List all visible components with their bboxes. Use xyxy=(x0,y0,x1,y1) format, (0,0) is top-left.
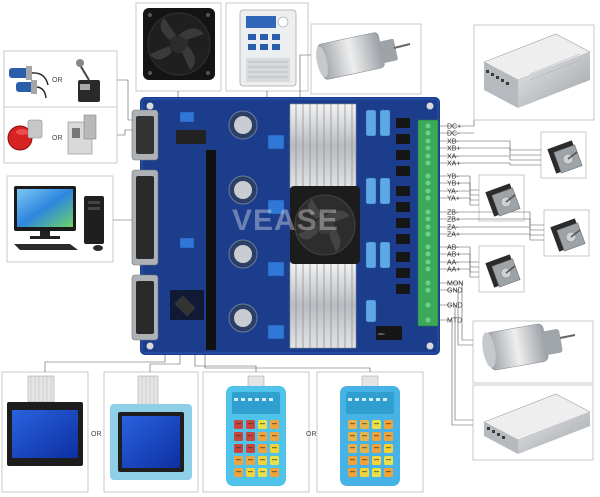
handheld-controller-icon xyxy=(340,375,400,486)
terminal-pin-label: ZB- xyxy=(447,210,459,217)
or-separator: OR xyxy=(52,77,63,84)
stepper-motor-icon xyxy=(485,254,521,288)
controller-board: CNC VEASE DC+DC-XB-XB+XA-XA+ YB-YB+YA-YA+… xyxy=(131,97,463,355)
capacitors xyxy=(228,110,258,333)
terminal-pin-label: ZA+ xyxy=(447,232,460,239)
db-connectors xyxy=(131,109,159,341)
desktop-computer-icon xyxy=(14,186,104,251)
terminal-pin-label: GND xyxy=(447,288,463,295)
terminal-pin-label: YB- xyxy=(447,174,459,181)
terminal-pin-label: ZB+ xyxy=(447,217,460,224)
power-supply-icon xyxy=(483,33,591,108)
frequency-inverter-icon xyxy=(239,9,297,87)
stepper-motor-icon xyxy=(550,218,586,252)
terminal-pin-label: AA- xyxy=(447,260,459,267)
or-separator: OR xyxy=(52,135,63,142)
stepper-motor-icon xyxy=(485,183,521,217)
terminal-pin-label: AA+ xyxy=(447,267,460,274)
power-supply-icon xyxy=(483,393,591,454)
door-switch-icon xyxy=(67,114,97,155)
limit-switch-icon xyxy=(76,59,100,102)
terminal-pin-label: AB- xyxy=(447,245,459,252)
emergency-stop-icon xyxy=(7,119,43,151)
or-separator: OR xyxy=(306,431,317,438)
terminal-pin-label: DC- xyxy=(447,131,460,138)
spindle-motor-icon xyxy=(316,32,411,80)
terminal-pin-label: GND xyxy=(447,303,463,310)
heatsink xyxy=(289,103,357,349)
terminal-pin-labels: DC+DC-XB-XB+XA-XA+ YB-YB+YA-YA+ ZB-ZB+ZA-Z… xyxy=(447,124,463,325)
board-fan-icon xyxy=(290,186,360,264)
terminal-pin-label: YA- xyxy=(447,189,459,196)
cooling-fan-icon xyxy=(143,8,215,80)
driver-components: CNC xyxy=(365,109,410,340)
proximity-sensor-icon xyxy=(9,66,49,99)
terminal-pin-label: MTD xyxy=(447,318,462,325)
or-separator: OR xyxy=(91,431,102,438)
handheld-controllers xyxy=(226,375,400,486)
stepper-motor-icon xyxy=(547,140,583,174)
terminal-pin-label: ZA- xyxy=(447,225,459,232)
terminal-pin-label: XA- xyxy=(447,154,459,161)
stepper-motors xyxy=(485,140,586,288)
terminal-pin-label: MON xyxy=(447,281,463,288)
spindle-motor-icon xyxy=(482,323,576,371)
watermark: VEASE xyxy=(232,204,339,237)
terminal-pin-label: YB+ xyxy=(447,181,460,188)
terminal-pin-label: AB+ xyxy=(447,252,460,259)
terminal-pin-label: DC+ xyxy=(447,124,461,131)
terminal-block xyxy=(417,119,439,327)
handheld-controller-icon xyxy=(226,375,286,486)
terminal-pin-label: YA+ xyxy=(447,196,460,203)
terminal-pin-label: XA+ xyxy=(447,161,460,168)
terminal-pin-label: XB+ xyxy=(447,146,460,153)
lcd-display-icon xyxy=(110,375,192,480)
terminal-pin-label: XB- xyxy=(447,139,459,146)
connection-lines xyxy=(44,54,544,426)
lcd-display-icon xyxy=(7,375,83,466)
svg-text:CNC: CNC xyxy=(378,332,385,336)
